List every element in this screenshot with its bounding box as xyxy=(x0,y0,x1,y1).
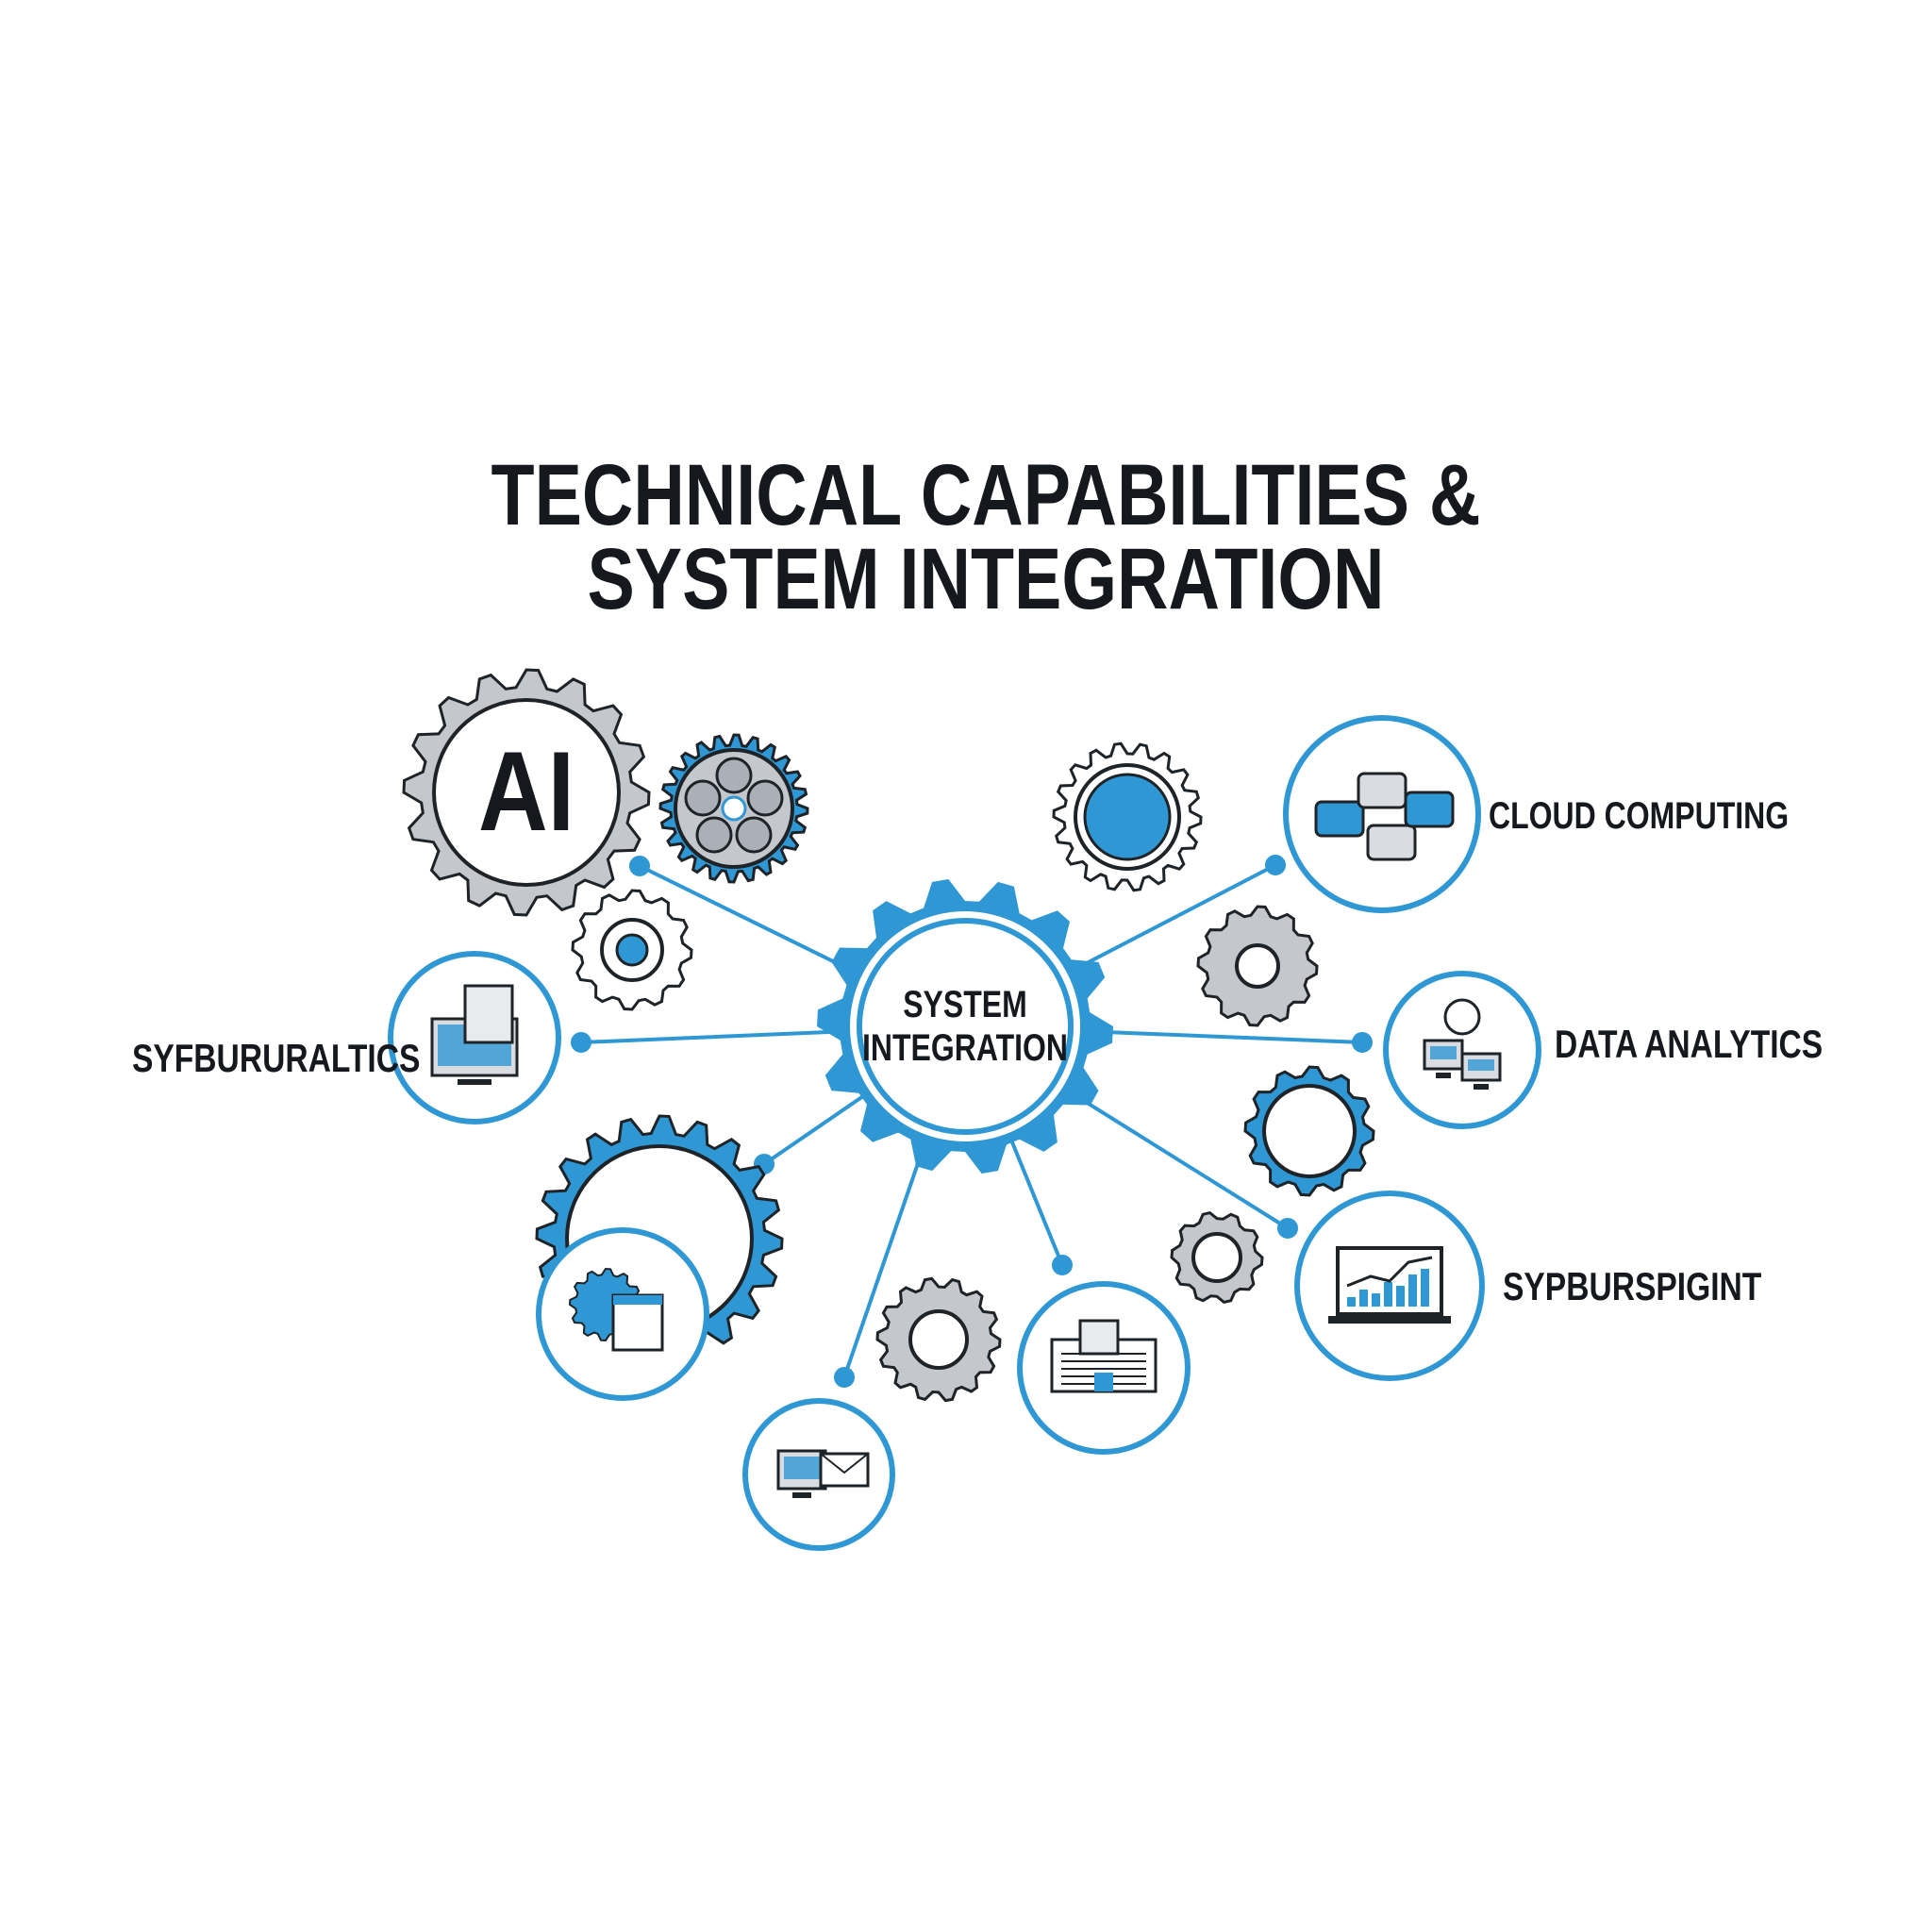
gear-hole xyxy=(695,816,733,854)
computer-icon-stand xyxy=(1436,1073,1451,1078)
desktop-icon-screen xyxy=(784,1457,820,1479)
ai-label: AI xyxy=(478,727,575,855)
center-label-2: INTEGRATION xyxy=(862,1026,1068,1069)
connector-dot xyxy=(629,856,650,876)
chart-bar xyxy=(1384,1282,1392,1307)
gear-hole xyxy=(684,779,722,817)
central-gear-face xyxy=(857,918,1074,1135)
center-label-1: SYSTEM xyxy=(903,983,1027,1025)
desktop-icon-stand xyxy=(792,1492,811,1498)
clock-icon xyxy=(1443,998,1481,1036)
title-line-2: SYSTEM INTEGRATION xyxy=(587,530,1384,627)
laptop-icon-stand xyxy=(1474,1084,1489,1090)
monitor-icon-stand xyxy=(458,1079,491,1085)
cloud-module-icon xyxy=(1366,824,1417,861)
label-data-analytics: DATA ANALYTICS xyxy=(1555,1024,1823,1067)
gear-hole xyxy=(735,816,773,854)
chart-bar xyxy=(1359,1290,1368,1307)
ai-gear-icon-inner xyxy=(432,698,621,887)
chart-bar xyxy=(1396,1286,1405,1307)
small-gear-icon-hub xyxy=(615,933,649,967)
node-cloud-computing-icon xyxy=(1283,715,1481,913)
connector-dot xyxy=(571,1032,591,1053)
gear-hole xyxy=(715,757,753,794)
gear-center xyxy=(721,795,747,822)
cloud-module-icon xyxy=(1314,800,1365,838)
laptop-base xyxy=(1328,1316,1451,1324)
chart-bar xyxy=(1408,1274,1417,1307)
label-monitor: SYPBURSPIGINT xyxy=(1503,1266,1761,1309)
connector-dot xyxy=(1352,1032,1373,1053)
connector-dot xyxy=(1265,855,1286,875)
gear-icon-inner xyxy=(1191,1232,1242,1283)
chart-bar xyxy=(1372,1293,1380,1307)
doc-accent xyxy=(1094,1373,1113,1391)
calendar-header xyxy=(613,1295,662,1305)
gear-icon-inner xyxy=(908,1309,969,1370)
label-left: SYFBURURALTICS xyxy=(132,1038,420,1081)
connector-dot xyxy=(1277,1218,1298,1239)
window-icon xyxy=(463,984,514,1044)
laptop-icon-screen xyxy=(1468,1059,1494,1071)
blue-gear-icon-inner xyxy=(1262,1084,1357,1178)
label-cloud-computing: CLOUD COMPUTING xyxy=(1489,794,1789,837)
connector-dot xyxy=(1052,1255,1073,1275)
lock-doc-icon xyxy=(1078,1319,1120,1356)
connector-dot xyxy=(834,1367,855,1388)
chart-line xyxy=(1346,1256,1433,1288)
gear-hole xyxy=(746,779,784,817)
cloud-module-icon xyxy=(1404,791,1455,828)
chart-bar xyxy=(1347,1297,1356,1307)
team-gear-icon-hub xyxy=(1083,773,1172,861)
chart-bar xyxy=(1421,1269,1429,1307)
cloud-module-icon xyxy=(1357,772,1407,809)
title-line-1: TECHNICAL CAPABILITIES & xyxy=(491,446,1481,543)
mail-flap xyxy=(820,1453,869,1474)
computer-icon-screen xyxy=(1430,1046,1457,1059)
gear-icon-inner xyxy=(1235,943,1280,989)
